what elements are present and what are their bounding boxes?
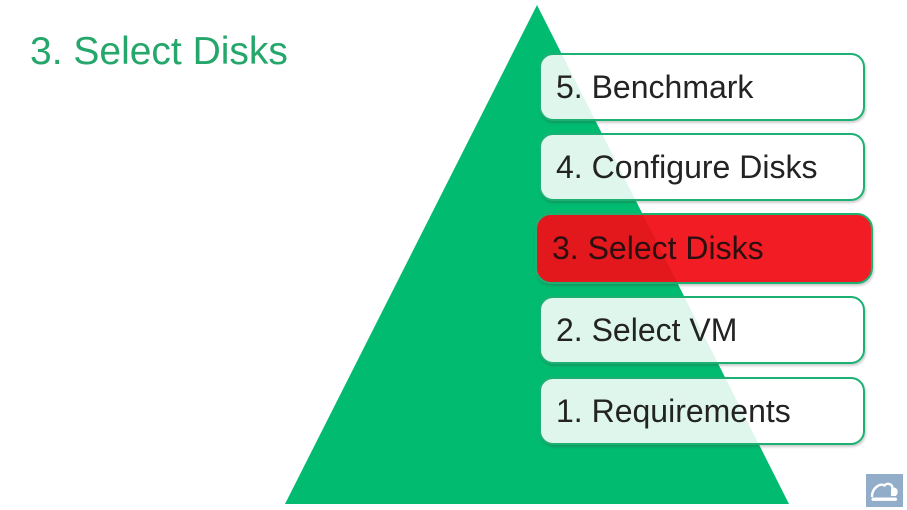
cloud-logo-icon [870,482,898,501]
pyramid-step-configure-disks: 4. Configure Disks [539,133,865,201]
slide-title: 3. Select Disks [30,30,288,73]
pyramid-step-select-vm: 2. Select VM [539,296,865,364]
pyramid-step-select-disks-highlighted: 3. Select Disks [535,213,873,284]
pyramid-step-requirements: 1. Requirements [539,377,865,445]
cloud-logo [866,474,903,507]
pyramid-step-benchmark: 5. Benchmark [539,53,865,121]
